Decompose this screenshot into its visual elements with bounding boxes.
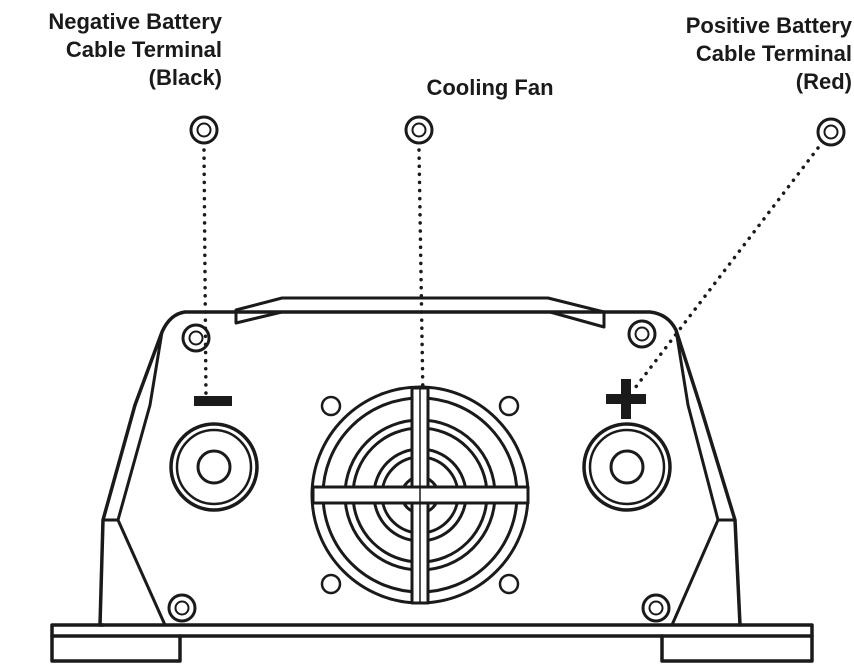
negative-label-line-2: Cable Terminal — [65, 37, 222, 62]
negative-terminal — [169, 422, 259, 512]
right-foot — [660, 623, 814, 663]
positive-label-line-1: Positive Battery — [685, 13, 852, 38]
positive-terminal-label: Positive Battery Cable Terminal (Red) — [620, 12, 852, 96]
positive-leader-line — [633, 146, 820, 390]
screw-top-left — [181, 323, 211, 353]
leader-lines — [202, 146, 820, 402]
positive-terminal — [582, 422, 672, 512]
fan-leader-line — [417, 148, 425, 402]
negative-callout-marker — [189, 115, 219, 145]
corner-screws — [167, 319, 671, 623]
screw-top-right — [627, 319, 657, 349]
negative-label-line-1: Negative Battery — [48, 9, 222, 34]
left-foot — [50, 623, 182, 663]
negative-terminal-label: Negative Battery Cable Terminal (Black) — [0, 8, 222, 92]
callout-markers — [189, 115, 846, 147]
right-bevel — [670, 328, 720, 627]
positive-label-line-2: Cable Terminal — [695, 41, 852, 66]
cooling-fan-label: Cooling Fan — [380, 74, 600, 102]
inverter-housing — [50, 296, 814, 663]
fan-label-line-1: Cooling Fan — [426, 75, 554, 100]
negative-leader-line — [202, 148, 208, 402]
screw-bottom-right — [641, 593, 671, 623]
body-outline — [98, 310, 742, 627]
screw-bottom-left — [167, 593, 197, 623]
polarity-symbols — [194, 379, 646, 419]
fan-callout-marker — [404, 115, 434, 145]
fan-grille-spokes — [311, 386, 530, 605]
cooling-fan — [310, 385, 530, 605]
plus-sign-icon — [606, 379, 646, 419]
positive-callout-marker — [816, 117, 846, 147]
minus-sign-icon — [194, 396, 232, 406]
left-bevel — [116, 330, 167, 627]
fan-mount-holes — [320, 395, 520, 595]
negative-label-line-3: (Black) — [148, 65, 222, 90]
positive-label-line-3: (Red) — [795, 69, 852, 94]
